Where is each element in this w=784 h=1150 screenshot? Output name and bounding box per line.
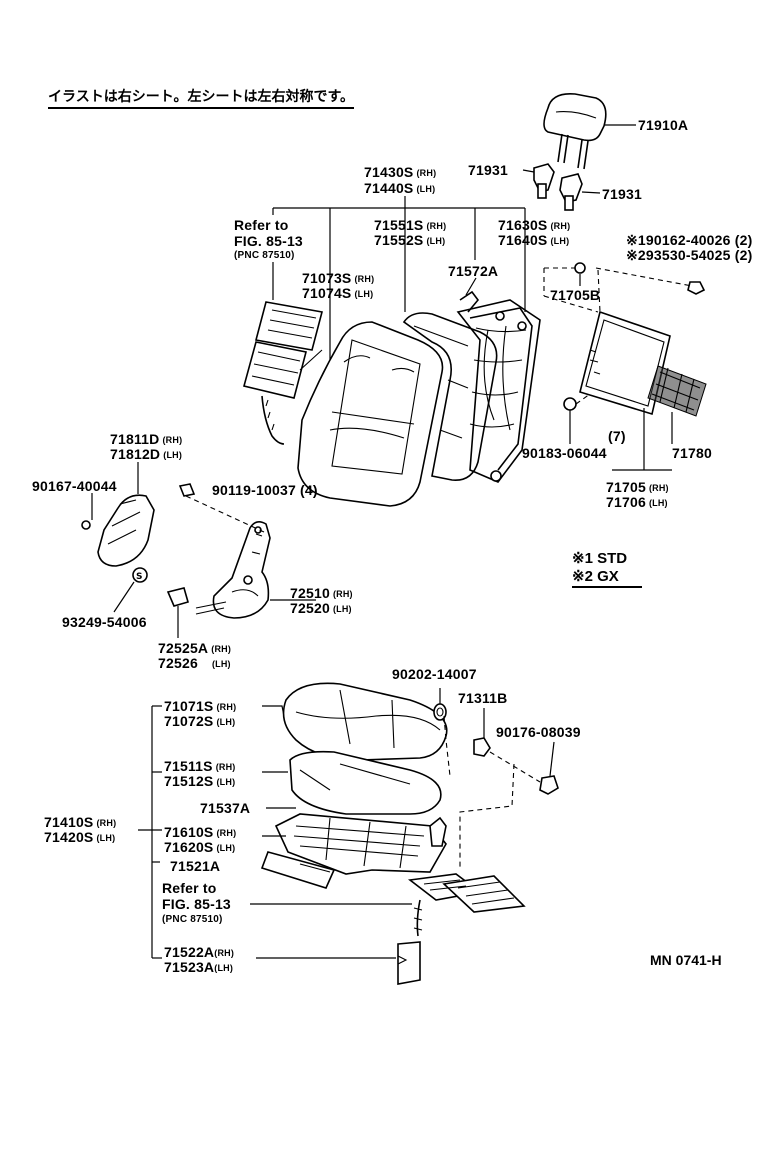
part-label-back-board-lh: 71706(LH) — [606, 494, 668, 510]
part-label-support-upper: 71931 — [468, 162, 508, 178]
seat-back-pad-illustration — [402, 312, 498, 481]
seat-back-leaders — [272, 196, 526, 370]
part-label-bolt-qty: (7) — [608, 428, 626, 444]
part-label-cushion-assy-lh: 71420S(LH) — [44, 829, 116, 845]
part-label-cushion-pad-rh: 71511S(RH) — [164, 758, 236, 774]
recliner-cover-illustration — [81, 462, 155, 567]
ref-top-line3: (PNC 87510) — [234, 250, 295, 261]
seat-cushion-frame-illustration — [260, 813, 447, 889]
part-label-bolt-recliner: 90119-10037 (4) — [212, 482, 318, 498]
part-label-bushing: 71311B — [458, 690, 508, 706]
cushion-bolts-illustration — [433, 688, 559, 868]
seat-back-frame-illustration — [456, 290, 541, 483]
legend: ※1 STD ※2 GX — [572, 550, 642, 588]
seat-cushion-cover-illustration — [282, 682, 448, 761]
part-label-back-assy-lh: 71440S(LH) — [364, 180, 436, 196]
part-label-nut: 90176-08039 — [496, 724, 581, 740]
back-board-illustration — [543, 262, 707, 471]
part-label-cushion-frame-rh: 71610S(RH) — [164, 824, 237, 840]
part-label-support-lower: 71931 — [602, 186, 642, 202]
headrest-illustration — [543, 92, 636, 170]
part-label-back-cover-lh: 71074S(LH) — [302, 285, 374, 301]
part-label-cushion-spring: 71537A — [200, 800, 251, 816]
part-label-back-pad-rh: 71551S(RH) — [374, 217, 447, 233]
ref-top-line2: FIG. 85-13 — [234, 233, 303, 249]
snap-washer-illustration: S — [113, 567, 189, 638]
part-label-back-spring: 71572A — [448, 263, 499, 279]
part-label-back-board-rh: 71705(RH) — [606, 479, 669, 495]
part-label-back-cover-rh: 71073S(RH) — [302, 270, 375, 286]
part-label-net: 71780 — [672, 445, 712, 461]
part-label-cushion-pad-lh: 71512S(LH) — [164, 773, 236, 789]
part-label-recliner-lh: 72520(LH) — [290, 600, 352, 616]
part-label-cushion-cover-rh: 71071S(RH) — [164, 698, 237, 714]
part-label-headrest: 71910A — [638, 117, 689, 133]
part-label-screw-gx: ※293530-54025 (2) — [626, 247, 753, 263]
heater-pad-back-illustration — [243, 301, 323, 445]
seat-back-cover-illustration — [297, 321, 444, 507]
legend-std: ※1 STD — [572, 550, 628, 567]
ref-bottom-line3: (PNC 87510) — [162, 914, 223, 925]
part-label-cushion-cover-lh: 71072S(LH) — [164, 713, 236, 729]
diagram-code: MN 0741-H — [650, 952, 722, 968]
seat-cushion-pad-illustration — [289, 750, 442, 815]
part-label-cushion-assy-rh: 71410S(RH) — [44, 814, 117, 830]
illustration-note: イラストは右シート。左シートは左右対称です。 — [48, 86, 355, 109]
part-label-snap-washer: 93249-54006 — [62, 614, 147, 630]
svg-text:S: S — [136, 572, 142, 582]
headrest-support-illustration — [522, 163, 601, 211]
part-label-recliner-rh: 72510(RH) — [290, 585, 353, 601]
part-label-back-frame-rh: 71630S(RH) — [498, 217, 571, 233]
part-label-recliner-cover-lh: 71812D(LH) — [110, 446, 183, 462]
part-label-protector-rh: 71522A(RH) — [164, 944, 235, 960]
part-label-back-frame-lh: 71640S(LH) — [498, 232, 570, 248]
part-label-shield: 71521A — [170, 858, 221, 874]
part-label-board-bolt: 90183-06044 — [522, 445, 607, 461]
ref-bottom-line2: FIG. 85-13 — [162, 896, 231, 912]
recliner-illustration — [178, 483, 316, 619]
legend-gx: ※2 GX — [572, 568, 642, 588]
part-label-screw-std: ※190162-40026 (2) — [626, 232, 753, 248]
part-label-screw-cover: 90167-40044 — [32, 478, 117, 494]
part-label-cushion-frame-lh: 71620S(LH) — [164, 839, 236, 855]
part-label-washer-seat: 90202-14007 — [392, 666, 477, 682]
part-label-protector-lh: 71523A(LH) — [164, 959, 234, 975]
heater-pad-cushion-illustration — [397, 873, 526, 985]
ref-bottom-line1: Refer to — [162, 880, 217, 896]
part-label-back-assy-rh: 71430S(RH) — [364, 164, 437, 180]
seat-cushion-leaders — [138, 705, 412, 959]
part-label-recliner-cover-rh: 71811D(RH) — [110, 431, 183, 447]
part-label-back-pad-lh: 71552S(LH) — [374, 232, 446, 248]
part-label-board-hook: 71705B — [550, 287, 601, 303]
part-label-harness-rh: 72525A(RH) — [158, 640, 232, 656]
part-label-harness-lh: 72526(LH) — [158, 655, 231, 671]
ref-top-line1: Refer to — [234, 217, 289, 233]
